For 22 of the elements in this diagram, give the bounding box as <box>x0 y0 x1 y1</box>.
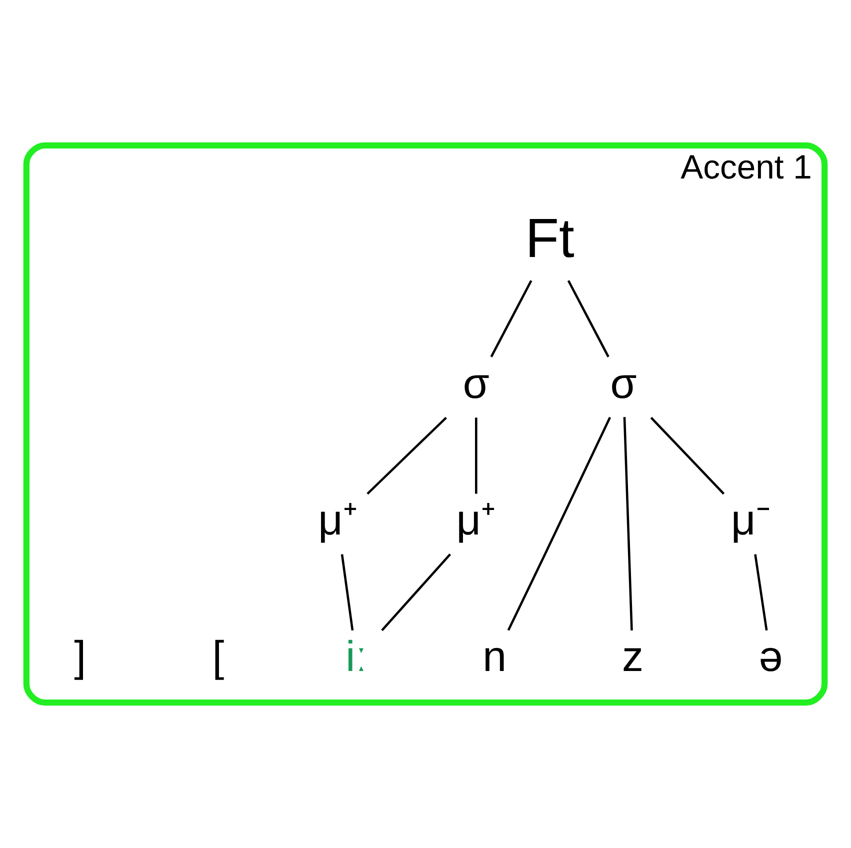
connector <box>340 554 354 631</box>
connector <box>490 280 532 358</box>
connector <box>567 280 610 358</box>
node-text: Ft <box>525 207 574 270</box>
node-text: σ <box>462 360 490 408</box>
connector <box>623 417 633 630</box>
connector <box>650 416 725 495</box>
label: ] <box>74 632 86 681</box>
connector <box>381 554 452 632</box>
connector <box>366 416 447 495</box>
node-text: z <box>622 632 644 681</box>
label: [ <box>212 632 224 681</box>
connector <box>475 418 478 494</box>
node-text: μ⁺ <box>456 496 496 544</box>
node-text: ə <box>758 632 783 681</box>
node-text: σ <box>610 360 637 408</box>
connector <box>754 554 768 631</box>
connector <box>507 416 612 631</box>
node-text: n <box>482 632 507 681</box>
node-text: μ⁺ <box>318 496 358 544</box>
node-text: μ⁻ <box>731 496 771 544</box>
node-text: iː <box>346 632 368 681</box>
